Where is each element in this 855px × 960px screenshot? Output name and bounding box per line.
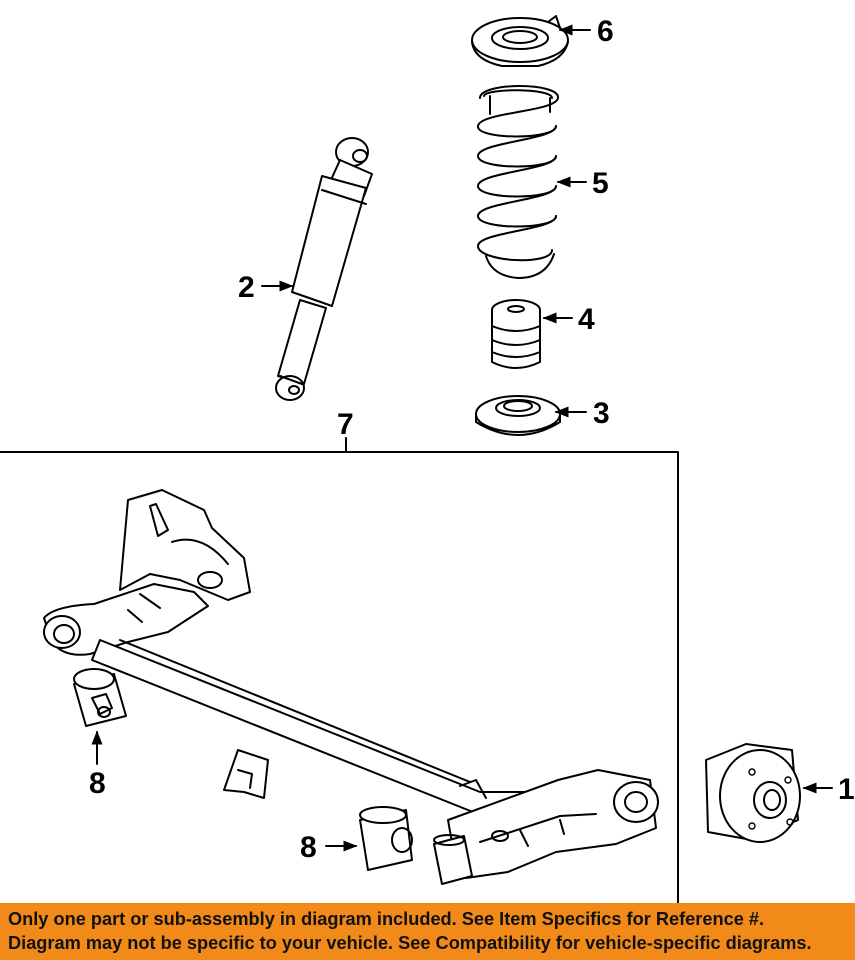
callout-6: 6 [597, 15, 614, 48]
wheel-hub [705, 743, 801, 843]
bump-stop [491, 299, 541, 369]
callout-2: 2 [238, 271, 255, 304]
shock-absorber [275, 137, 373, 401]
callout-7: 7 [337, 408, 354, 441]
bracket-bushing [223, 749, 269, 799]
callout-5: 5 [592, 167, 609, 200]
subframe-box [0, 437, 679, 903]
disclaimer-line-1: Only one part or sub-assembly in diagram… [8, 909, 765, 929]
callout-8-left: 8 [89, 767, 106, 800]
lower-spring-seat [475, 395, 561, 436]
rear-axle-beam [43, 489, 659, 879]
leader-arrows [91, 24, 833, 852]
disclaimer-line-2: Diagram may not be specific to your vehi… [8, 933, 812, 953]
coil-spring [477, 85, 559, 279]
callout-1: 1 [838, 773, 855, 806]
bushing-left [73, 668, 127, 727]
bushing-right [359, 806, 473, 885]
callout-8-right: 8 [300, 831, 317, 864]
callout-4: 4 [578, 303, 595, 336]
parts-diagram: 6 5 4 3 2 7 8 8 1 [0, 15, 855, 903]
upper-spring-seat [471, 15, 569, 67]
disclaimer-banner: Only one part or sub-assembly in diagram… [0, 903, 855, 960]
callout-3: 3 [593, 397, 610, 430]
